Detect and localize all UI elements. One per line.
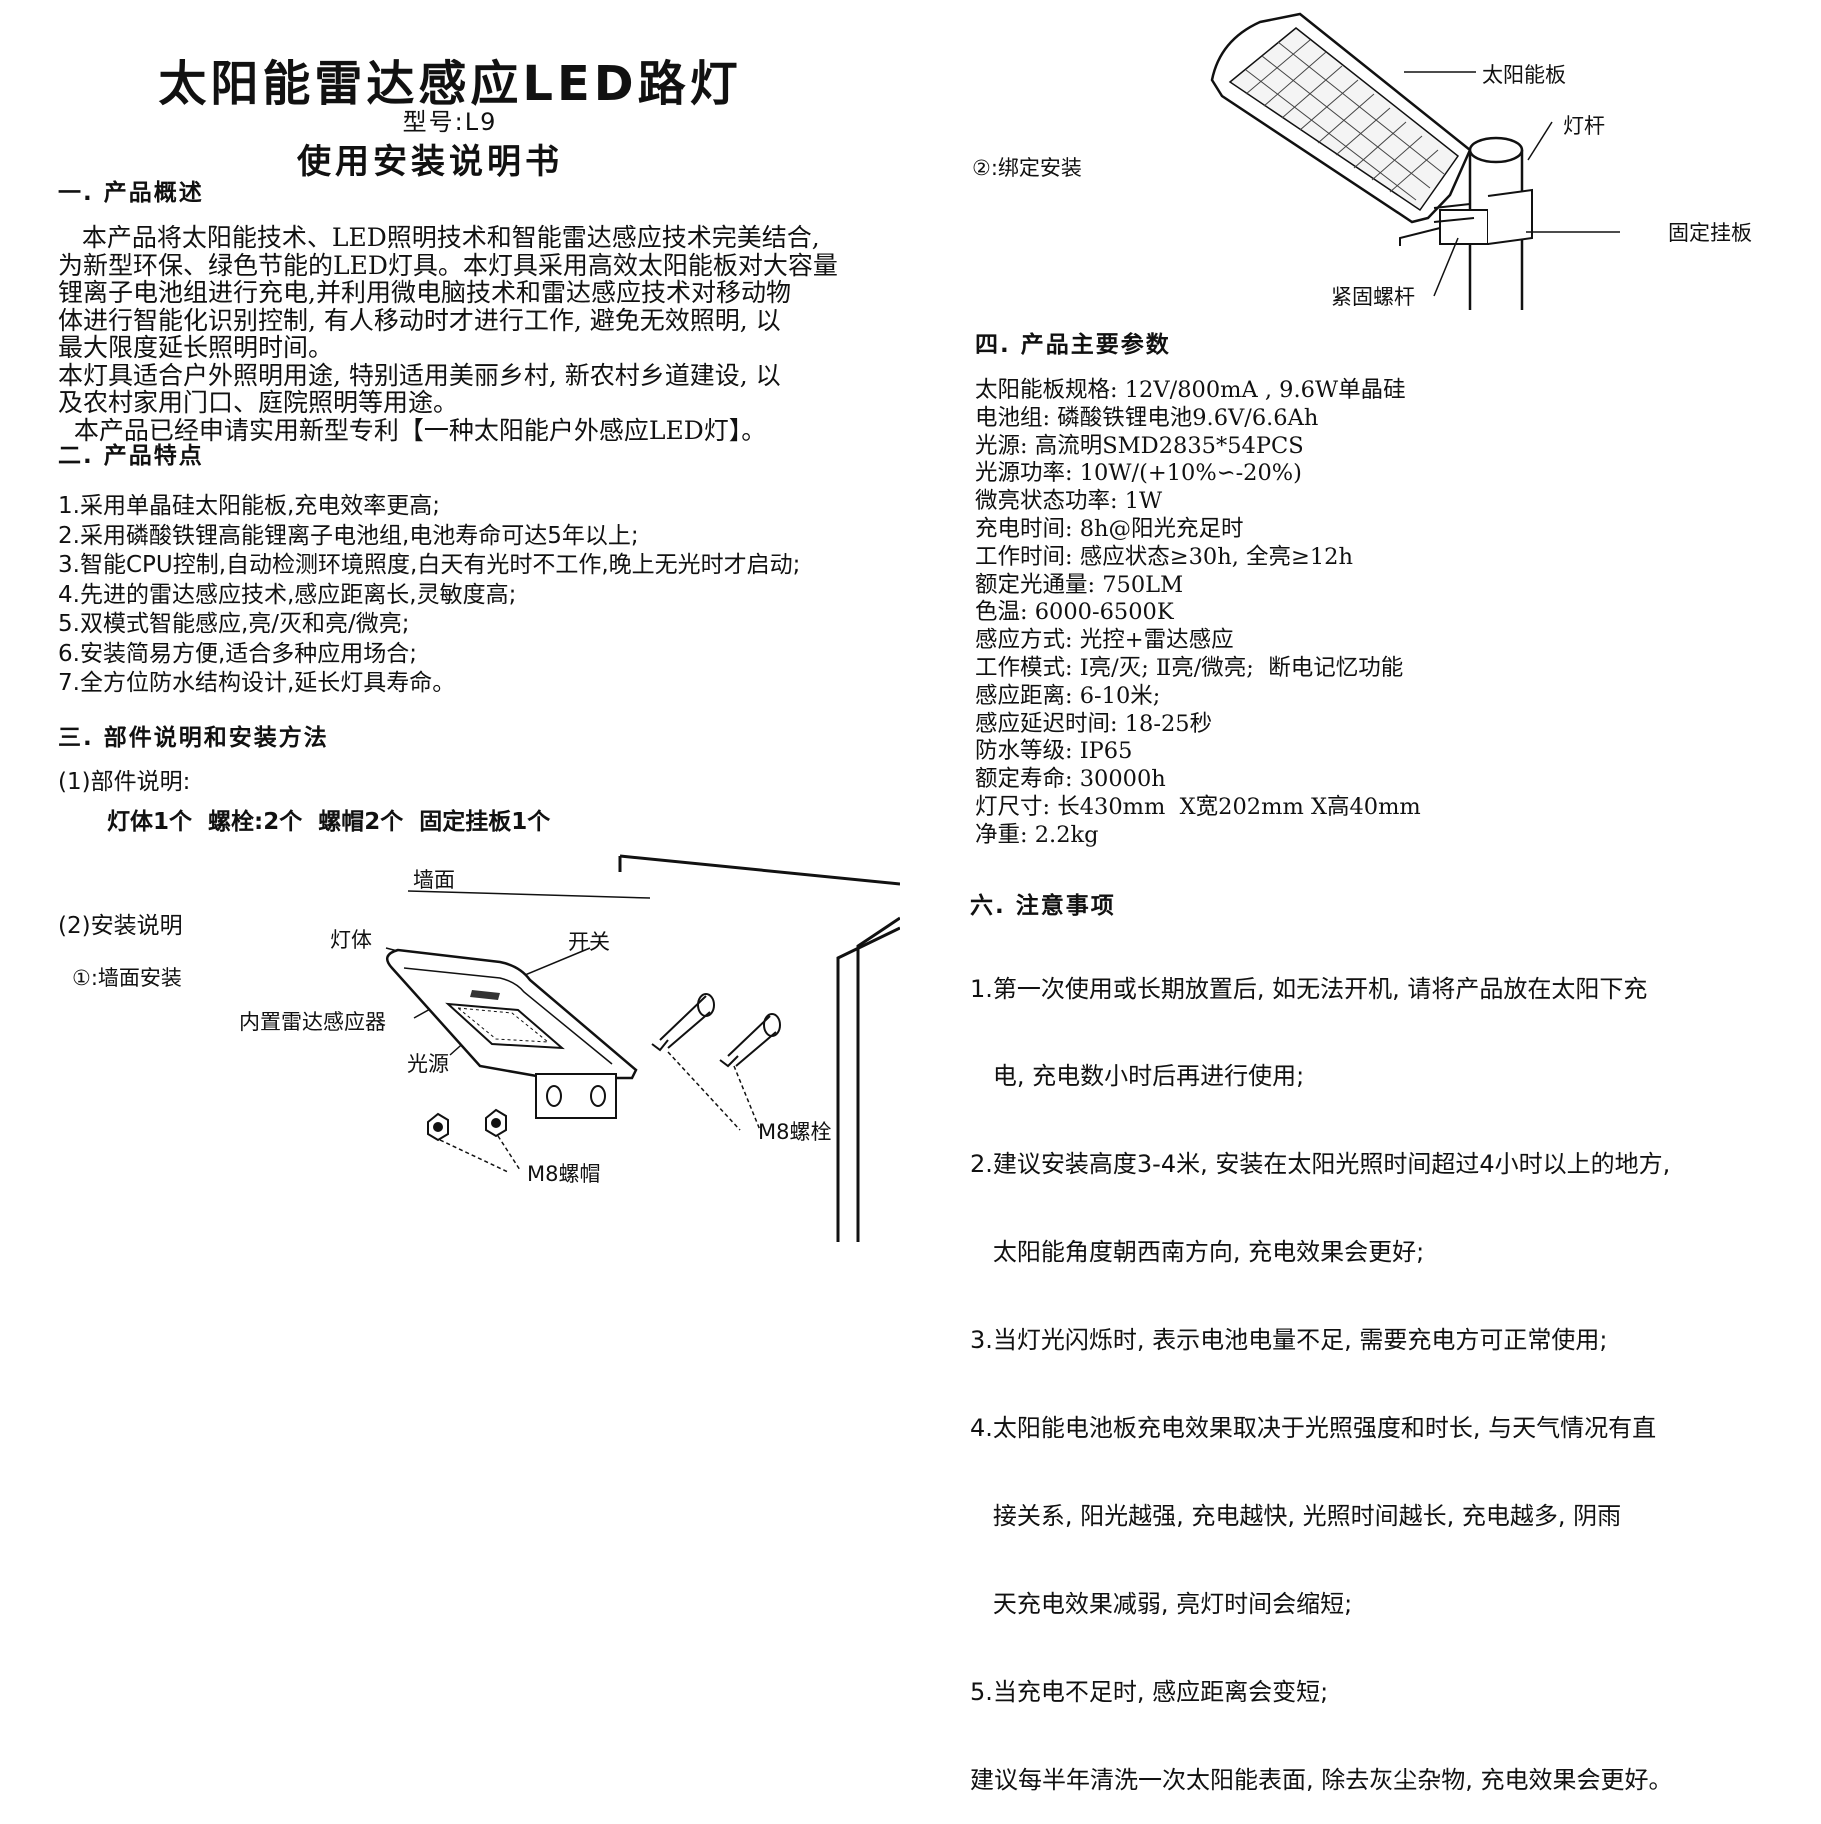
section4-heading: 四. 产品主要参数 [975,332,1171,358]
note-line: 建议每半年清洗一次太阳能表面, 除去灰尘杂物, 充电效果会更好。 [970,1765,1673,1794]
radar-sensor-label: 内置雷达感应器 [239,1010,386,1034]
note-line: 电, 充电数小时后再进行使用; [970,1062,1305,1091]
section2-heading: 二. 产品特点 [58,443,204,469]
pole-install-heading: ②:绑定安装 [972,156,1082,180]
spec-item: 色温: 6000-6500K [975,599,1174,626]
section1-line: 及农村家用门口、庭院照明等用途。 [58,388,459,417]
note-line: 5.当充电不足时, 感应距离会变短; [970,1677,1329,1706]
wall-mount-heading: ①:墙面安装 [72,966,182,990]
spec-item: 光源: 高流明SMD2835*54PCS [975,432,1304,459]
spec-item: 感应延迟时间: 18-25秒 [975,710,1213,737]
feature-item: 5.双模式智能感应,亮/灭和亮/微亮; [58,611,410,637]
pole-label: 灯杆 [1563,114,1605,138]
feature-item: 3.智能CPU控制,自动检测环境照度,白天有光时不工作,晚上无光时才启动; [58,552,801,578]
section3-heading: 三. 部件说明和安装方法 [58,725,329,751]
feature-item: 1.采用单晶硅太阳能板,充电效率更高; [58,493,441,519]
note-line: 天充电效果减弱, 亮灯时间会缩短; [970,1589,1353,1618]
spec-item: 防水等级: IP65 [975,738,1133,765]
switch-label: 开关 [568,930,610,954]
section6-heading: 六. 注意事项 [970,893,1116,919]
spec-item: 电池组: 磷酸铁锂电池9.6V/6.6Ah [975,404,1319,431]
spec-item: 微亮状态功率: 1W [975,488,1163,515]
note-line: 3.当灯光闪烁时, 表示电池电量不足, 需要充电方可正常使用; [970,1326,1608,1355]
nut-drawings [427,1108,507,1142]
feature-item: 4.先进的雷达感应技术,感应距离长,灵敏度高; [58,581,517,608]
spec-item: 额定寿命: 30000h [975,766,1166,793]
wall-label: 墙面 [413,868,455,892]
spec-item: 感应方式: 光控+雷达感应 [975,627,1234,654]
doc-title: 太阳能雷达感应LED路灯 [158,56,742,112]
install-heading: (2)安装说明 [58,913,183,939]
note-line: 4.太阳能电池板充电效果取决于光照强度和时长, 与天气情况有直 [970,1414,1657,1443]
feature-item: 6.安装简易方便,适合多种应用场合; [58,640,418,667]
section1-line: 锂离子电池组进行充电,并利用微电脑技术和雷达感应技术对移动物 [58,278,791,307]
note-line: 接关系, 阳光越强, 充电越快, 光照时间越长, 充电越多, 阴雨 [970,1501,1622,1530]
features-list: 1.采用单晶硅太阳能板,充电效率更高; 2.采用磷酸铁锂高能锂离子电池组,电池寿… [58,492,800,699]
fastening-screw-label: 紧固螺杆 [1331,285,1415,309]
specs-list: 太阳能板规格: 12V/800mA , 9.6W单晶硅 电池组: 磷酸铁锂电池9… [975,377,1421,850]
light-source-label: 光源 [407,1052,449,1076]
section1-line: 体进行智能化识别控制, 有人移动时才进行工作, 避免无效照明, 以 [58,305,781,335]
solar-panel-label: 太阳能板 [1482,63,1566,87]
wall-front-edge [836,926,900,1242]
spec-item: 太阳能板规格: 12V/800mA , 9.6W单晶硅 [975,377,1406,403]
spec-item: 额定光通量: 750LM [975,571,1184,598]
parts-heading: (1)部件说明: [58,769,191,795]
fixing-plate-label: 固定挂板 [1668,221,1752,245]
spec-item: 工作模式: Ⅰ亮/灭; Ⅱ亮/微亮; 断电记忆功能 [975,654,1404,681]
lamp-body-drawing [385,948,638,1119]
note-line: 1.第一次使用或长期放置后, 如无法开机, 请将产品放在太阳下充 [970,974,1648,1003]
spec-item: 净重: 2.2kg [975,821,1099,848]
section1-line: 为新型环保、绿色节能的LED灯具。本灯具采用高效太阳能板对大容量 [58,250,838,280]
pole-install-diagram [1210,12,1620,310]
spec-item: 感应距离: 6-10米; [975,682,1161,709]
lamp-body-label: 灯体 [330,928,372,952]
bolt-drawings [651,993,781,1068]
wall-top-edge [619,854,900,886]
feature-item: 7.全方位防水结构设计,延长灯具寿命。 [58,670,456,696]
section1-body: 本产品将太阳能技术、LED照明技术和智能雷达感应技术完美结合, 为新型环保、绿色… [58,224,838,444]
spec-item: 充电时间: 8h@阳光充足时 [975,515,1244,542]
m8-nut-label: M8螺帽 [527,1162,601,1186]
spec-item: 工作时间: 感应状态≥30h, 全亮≥12h [975,543,1353,570]
doc-subtitle: 使用安装说明书 [297,142,563,182]
section1-line: 本产品已经申请实用新型专利【一种太阳能户外感应LED灯】。 [58,415,767,445]
solar-panel-drawing [1210,12,1472,224]
spec-item: 光源功率: 10W/(+10%∽-20%) [975,460,1302,487]
wall-mount-diagram [385,854,900,1242]
feature-item: 2.采用磷酸铁锂高能锂离子电池组,电池寿命可达5年以上; [58,522,639,549]
parts-list: 灯体1个 螺栓:2个 螺帽2个 固定挂板1个 [107,809,551,835]
section1-line: 本产品将太阳能技术、LED照明技术和智能雷达感应技术完美结合, [58,223,820,252]
m8-bolt-label: M8螺栓 [758,1120,832,1144]
note-line: 太阳能角度朝西南方向, 充电效果会更好; [970,1238,1425,1267]
note-line: 2.建议安装高度3-4米, 安装在太阳光照时间超过4小时以上的地方, [970,1150,1671,1179]
section1-line: 本灯具适合户外照明用途, 特别适用美丽乡村, 新农村乡道建设, 以 [58,360,781,390]
section1-line: 最大限度延长照明时间。 [58,333,334,362]
section1-heading: 一. 产品概述 [58,180,204,206]
model-number: 型号:L9 [402,108,498,136]
spec-item: 灯尺寸: 长430mm X宽202mm X高40mm [975,793,1421,820]
notes-list: 1.第一次使用或长期放置后, 如无法开机, 请将产品放在太阳下充 电, 充电数小… [970,916,1673,1824]
